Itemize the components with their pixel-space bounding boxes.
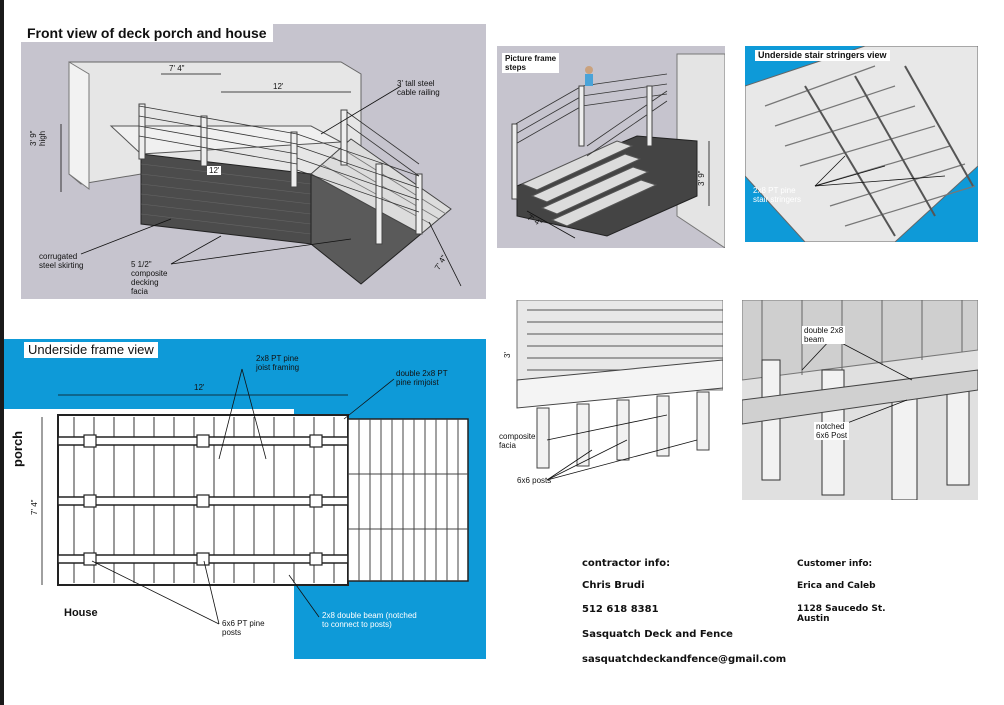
underside-house-label: House: [64, 607, 98, 619]
posts-under-beam-label: double 2x8 beam: [802, 326, 846, 344]
posts-side-dim-height: 3': [503, 352, 512, 358]
label-railing: 3' tall steel cable railing: [397, 79, 440, 97]
underside-dim-74: 7' 4": [30, 499, 39, 516]
contractor-email: sasquatchdeckandfence@gmail.com: [582, 654, 787, 665]
dim-top-small: 7' 4": [169, 64, 185, 73]
front-view-title: Front view of deck porch and house: [21, 24, 273, 42]
front-view-panel: Front view of deck porch and house 7' 4"…: [21, 24, 486, 299]
stringers-drawing: [745, 46, 978, 242]
contractor-heading: contractor info:: [582, 558, 671, 569]
steps-drawing: [511, 53, 725, 248]
picture-frame-steps-panel: Picture frame steps 7' 4" 3' 9": [497, 46, 725, 248]
posts-side-panel: 3' composite facia 6x6 posts: [497, 300, 723, 496]
underside-rimjoist-label: double 2x8 PT pine rimjoist: [396, 369, 448, 387]
contractor-name: Chris Brudi: [582, 580, 645, 591]
contractor-phone: 512 618 8381: [582, 604, 659, 615]
customer-address: 1128 Saucedo St. Austin: [797, 604, 886, 624]
underside-drawing: [4, 339, 486, 659]
customer-heading: Customer info:: [797, 559, 873, 569]
dim-top-long: 12': [273, 82, 284, 91]
underside-dim-12: 12': [194, 383, 205, 392]
posts-side-posts-label: 6x6 posts: [517, 476, 552, 485]
posts-under-notched-label: notched 6x6 Post: [814, 422, 850, 440]
steps-dim-height: 3' 9": [697, 170, 706, 187]
dim-deck-12: 12': [207, 166, 222, 175]
underside-title: Underside frame view: [24, 342, 158, 358]
dim-height: 3' 9" high: [29, 130, 47, 147]
stringers-title: Underside stair stringers view: [755, 50, 890, 61]
steps-title: Picture frame steps: [502, 53, 560, 73]
posts-side-drawing: [516, 300, 723, 481]
posts-under-panel: double 2x8 beam notched 6x6 Post: [742, 300, 978, 500]
underside-frame-panel: Underside frame view 12' 7' 4" porch Hou…: [4, 339, 486, 659]
contractor-company: Sasquatch Deck and Fence: [582, 629, 733, 640]
posts-under-drawing: [742, 300, 978, 500]
label-facia: 5 1/2" composite decking facia: [131, 260, 168, 296]
customer-name: Erica and Caleb: [797, 581, 876, 591]
underside-beam-label: 2x8 double beam (notched to connect to p…: [322, 611, 417, 629]
posts-side-facia-label: composite facia: [499, 432, 536, 450]
stair-stringers-panel: Underside stair stringers view 2x8 PT pi…: [745, 46, 978, 242]
front-view-drawing: [60, 61, 462, 287]
underside-posts-label: 6x6 PT pine posts: [222, 619, 265, 637]
underside-joist-label: 2x8 PT pine joist framing: [256, 354, 300, 372]
page-left-edge: [0, 0, 4, 705]
stringers-label: 2x8 PT pine stair stringers: [753, 186, 802, 204]
label-skirting: corrugated steel skirting: [39, 252, 84, 270]
underside-porch-label: porch: [10, 430, 25, 467]
